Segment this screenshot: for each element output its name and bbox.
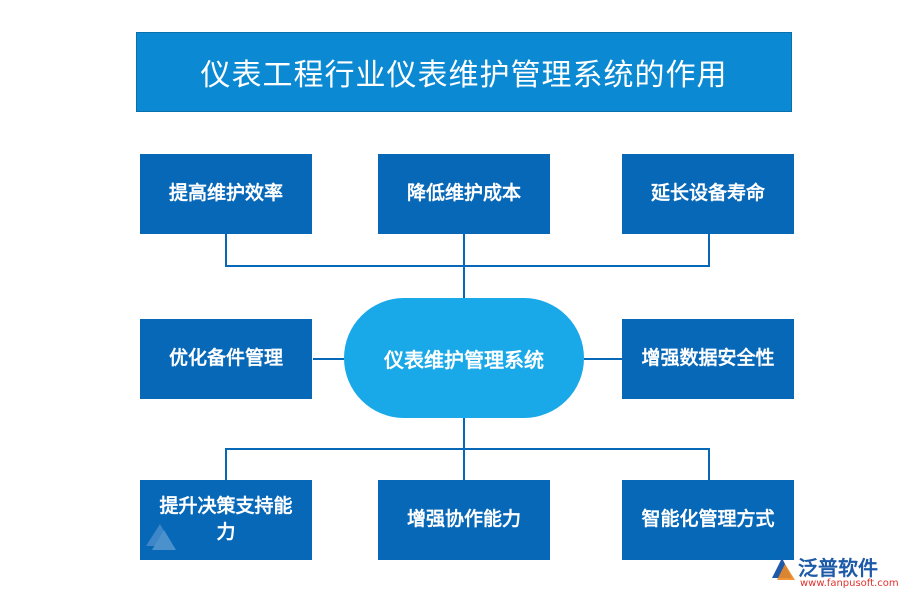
node-smart-management: 智能化管理方式 <box>622 480 794 560</box>
connector-top <box>225 234 710 298</box>
brand-url: www.fanpusoft.com <box>800 578 899 589</box>
node-improve-efficiency: 提高维护效率 <box>140 154 312 234</box>
brand-logo: 泛普软件 www.fanpusoft.com <box>766 550 899 594</box>
brand-name: 泛普软件 <box>798 556 878 580</box>
node-decision-support: 提升决策支持能力 <box>140 480 312 560</box>
connector-bottom <box>225 418 710 480</box>
node-data-security: 增强数据安全性 <box>622 319 794 399</box>
node-spare-parts: 优化备件管理 <box>140 319 312 399</box>
node-extend-lifespan: 延长设备寿命 <box>622 154 794 234</box>
brand-mark-icon <box>772 558 795 580</box>
watermark-logo-icon <box>146 524 176 550</box>
node-collaboration: 增强协作能力 <box>378 480 550 560</box>
diagram-title: 仪表工程行业仪表维护管理系统的作用 <box>136 32 792 112</box>
center-system-node: 仪表维护管理系统 <box>344 298 584 418</box>
node-reduce-cost: 降低维护成本 <box>378 154 550 234</box>
